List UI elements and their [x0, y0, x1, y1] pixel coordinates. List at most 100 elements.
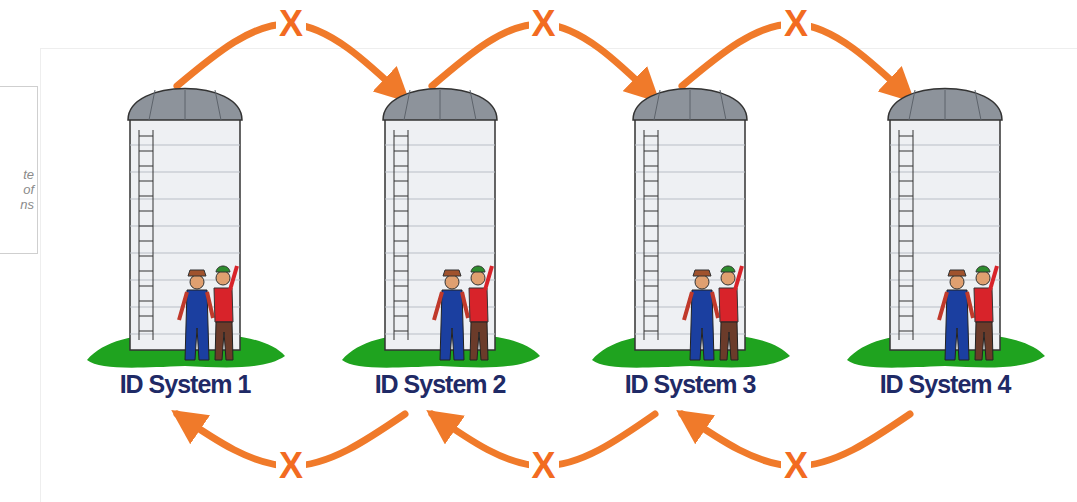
ladder-rail [394, 130, 395, 340]
ladder-rung [644, 286, 658, 287]
ladder-rung [644, 151, 658, 152]
silo-system: ID System 3 [576, 70, 804, 400]
ladder-rung [139, 331, 153, 332]
dome-rib [215, 90, 221, 120]
silo-band [890, 145, 1000, 146]
note-fragment: of [0, 182, 37, 197]
ladder-rung [899, 271, 913, 272]
ladder-rung [139, 166, 153, 167]
silo-illustration [75, 70, 295, 370]
ladder-rail [644, 130, 645, 340]
ladder-rung [644, 196, 658, 197]
dome-rib [404, 90, 410, 120]
ladder-rung [394, 316, 408, 317]
ladder-rail [899, 130, 900, 340]
silo-illustration [580, 70, 800, 370]
blocked-mark: X [781, 449, 811, 483]
silo-system: ID System 2 [326, 70, 554, 400]
ladder-rung [899, 151, 913, 152]
silo-band [635, 253, 745, 254]
ladder-rung [139, 241, 153, 242]
system-name: ID System 2 [326, 370, 554, 399]
farmer [469, 266, 492, 360]
ladder-rung [899, 166, 913, 167]
ladder-rung [644, 331, 658, 332]
blocked-mark: X [276, 7, 306, 41]
system-name: ID System 4 [831, 370, 1059, 399]
ladder-rung [394, 181, 408, 182]
ladder-rail [153, 130, 154, 340]
note-fragment: te [0, 167, 37, 182]
farmer [974, 266, 997, 360]
ladder-rung [644, 166, 658, 167]
system-name: ID System 3 [576, 370, 804, 399]
silo-band [635, 226, 745, 227]
silo-band [635, 145, 745, 146]
silo-band [385, 172, 495, 173]
ladder-rung [899, 136, 913, 137]
silo-dome [633, 89, 747, 121]
ladder-rung [139, 301, 153, 302]
silo-body [385, 118, 495, 350]
silo-band [385, 145, 495, 146]
ladder-rung [394, 211, 408, 212]
farmer [939, 270, 973, 360]
dome-rib [975, 90, 981, 120]
blocked-mark: X [528, 7, 558, 41]
farmer [179, 270, 213, 360]
silo-band [890, 199, 1000, 200]
ladder-rung [394, 286, 408, 287]
note-box: teofns [0, 86, 38, 254]
system-name: ID System 1 [71, 370, 299, 399]
silo-band [385, 199, 495, 200]
silo-band [890, 172, 1000, 173]
ladder-rung [139, 226, 153, 227]
ladder-rung [644, 271, 658, 272]
ladder-rail [139, 130, 140, 340]
ladder-rung [899, 226, 913, 227]
silo-dome [888, 89, 1002, 121]
silo-band [130, 253, 240, 254]
ladder-rung [644, 256, 658, 257]
silo-band [635, 172, 745, 173]
dome-rib [185, 90, 186, 120]
ladder-rung [899, 256, 913, 257]
ladder-rung [139, 256, 153, 257]
dome-rib [440, 90, 441, 120]
ladder-rung [139, 316, 153, 317]
ladder-rung [139, 286, 153, 287]
silo-system: ID System 1 [71, 70, 299, 400]
dome-rib [654, 90, 660, 120]
dome-rib [945, 90, 946, 120]
ladder-rung [139, 151, 153, 152]
ladder-rung [899, 286, 913, 287]
silo-body [635, 118, 745, 350]
ladder-rung [394, 241, 408, 242]
silo-band [890, 253, 1000, 254]
silo-body [890, 118, 1000, 350]
silo-band [130, 226, 240, 227]
farmer [719, 266, 742, 360]
silo-system: ID System 4 [831, 70, 1059, 400]
silo-body [130, 118, 240, 350]
silo-band [890, 226, 1000, 227]
ladder-rung [899, 181, 913, 182]
ladder-rung [139, 181, 153, 182]
ladder-rung [899, 316, 913, 317]
dome-rib [690, 90, 691, 120]
ladder-rung [394, 301, 408, 302]
ladder-rung [139, 271, 153, 272]
ladder-rung [899, 211, 913, 212]
ladder-rung [394, 151, 408, 152]
blocked-mark: X [781, 7, 811, 41]
ladder-rung [644, 241, 658, 242]
ladder-rung [644, 136, 658, 137]
ladder-rung [644, 301, 658, 302]
ladder-rail [408, 130, 409, 340]
silo-band [635, 199, 745, 200]
dome-rib [149, 90, 155, 120]
silo-band [130, 172, 240, 173]
ladder-rail [913, 130, 914, 340]
silo-illustration [835, 70, 1055, 370]
dome-rib [470, 90, 476, 120]
